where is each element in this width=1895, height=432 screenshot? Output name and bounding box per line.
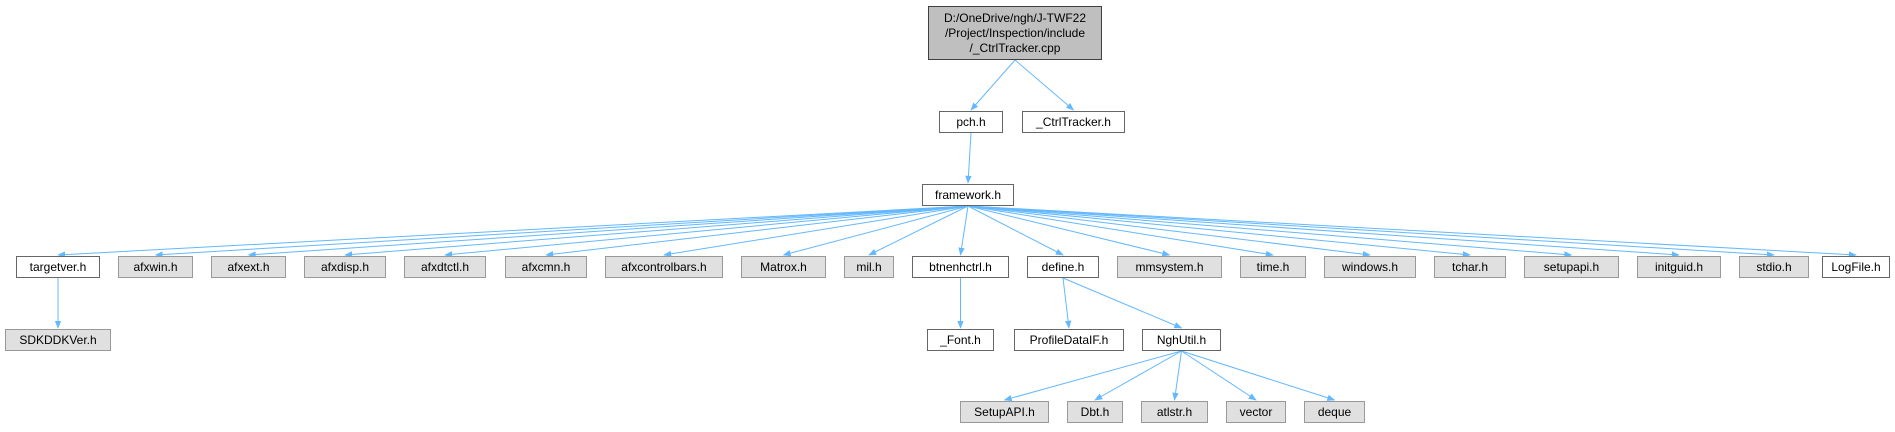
node-ctrltracker-h[interactable]: _CtrlTracker.h — [1022, 111, 1125, 133]
edge-framework-to-afxcontrolbars — [663, 205, 969, 258]
node-tchar-h[interactable]: tchar.h — [1434, 256, 1506, 278]
node-initguid-h[interactable]: initguid.h — [1637, 256, 1721, 278]
node-afxdtctl-h[interactable]: afxdtctl.h — [404, 256, 486, 278]
edge-framework-to-afxcmn — [545, 205, 969, 258]
node-mil-h[interactable]: mil.h — [844, 256, 894, 278]
edge-framework-to-tchar — [967, 205, 1471, 258]
node-ctrltracker-cpp[interactable]: D:/OneDrive/ngh/J-TWF22 /Project/Inspect… — [928, 6, 1102, 60]
edge-framework-to-afxdisp — [344, 205, 969, 258]
edge-framework-to-matrox — [782, 205, 969, 257]
edge-framework-to-initguid — [967, 205, 1680, 258]
edge-framework-to-stdio — [967, 205, 1775, 258]
node-mmsystem-h[interactable]: mmsystem.h — [1117, 256, 1222, 278]
node-deque[interactable]: deque — [1304, 401, 1365, 423]
edge-framework-to-setupapi — [967, 205, 1573, 258]
node-logfile-h[interactable]: LogFile.h — [1822, 256, 1890, 278]
edge-root-to-ctrltracker — [1014, 59, 1075, 111]
edge-root-to-pch — [970, 59, 1016, 111]
node-afxcmn-h[interactable]: afxcmn.h — [505, 256, 587, 278]
node-atlstr-h[interactable]: atlstr.h — [1141, 401, 1208, 423]
node-afxwin-h[interactable]: afxwin.h — [118, 256, 193, 278]
node-define-h[interactable]: define.h — [1027, 256, 1099, 278]
node-btnenhctrl-h[interactable]: btnenhctrl.h — [912, 256, 1009, 278]
edge-define-to-profiledatalf — [1062, 277, 1072, 329]
edge-nghutil-to-vector — [1181, 350, 1257, 401]
node-targetver-h[interactable]: targetver.h — [16, 256, 100, 278]
node-windows-h[interactable]: windows.h — [1324, 256, 1416, 278]
edge-nghutil-to-deque — [1181, 350, 1336, 401]
edge-nghutil-to-dbt — [1094, 350, 1182, 401]
edge-framework-to-btnenhctrl — [958, 205, 969, 256]
edge-nghutil-to-atlstr — [1172, 350, 1182, 401]
edge-framework-to-mil — [868, 205, 969, 256]
edge-framework-to-define — [967, 205, 1064, 256]
edge-framework-to-windows — [967, 205, 1371, 258]
node-dbt-h[interactable]: Dbt.h — [1067, 401, 1123, 423]
node-sdkddkver-h[interactable]: SDKDDKVer.h — [5, 329, 111, 351]
node-afxext-h[interactable]: afxext.h — [211, 256, 286, 278]
node-font-h[interactable]: _Font.h — [927, 329, 994, 351]
edge-framework-to-logfile — [967, 205, 1857, 258]
node-nghutil-h[interactable]: NghUtil.h — [1142, 329, 1221, 351]
edge-framework-to-afxdtctl — [444, 205, 969, 258]
edge-framework-to-targetver — [57, 205, 969, 258]
node-pch-h[interactable]: pch.h — [939, 111, 1003, 133]
edge-framework-to-mmsystem — [967, 205, 1171, 257]
edge-framework-to-time — [967, 205, 1274, 258]
node-stdio-h[interactable]: stdio.h — [1739, 256, 1809, 278]
edge-define-to-nghutil — [1062, 277, 1183, 329]
node-setupapi-h[interactable]: setupapi.h — [1524, 256, 1619, 278]
node-afxcontrolbars-h[interactable]: afxcontrolbars.h — [605, 256, 723, 278]
node-profiledatalf-h[interactable]: ProfileDataIF.h — [1014, 329, 1124, 351]
edge-framework-to-afxwin — [154, 205, 969, 258]
edge-framework-to-afxext — [247, 205, 969, 258]
node-afxdisp-h[interactable]: afxdisp.h — [304, 256, 386, 278]
node-vector[interactable]: vector — [1226, 401, 1286, 423]
node-time-h[interactable]: time.h — [1240, 256, 1306, 278]
edge-nghutil-to-setupapi2 — [1003, 350, 1182, 402]
node-matrox-h[interactable]: Matrox.h — [741, 256, 826, 278]
edge-pch-to-framework — [965, 132, 972, 184]
node-framework-h[interactable]: framework.h — [922, 184, 1014, 206]
node-setupapi-h-2[interactable]: SetupAPI.h — [960, 401, 1049, 423]
